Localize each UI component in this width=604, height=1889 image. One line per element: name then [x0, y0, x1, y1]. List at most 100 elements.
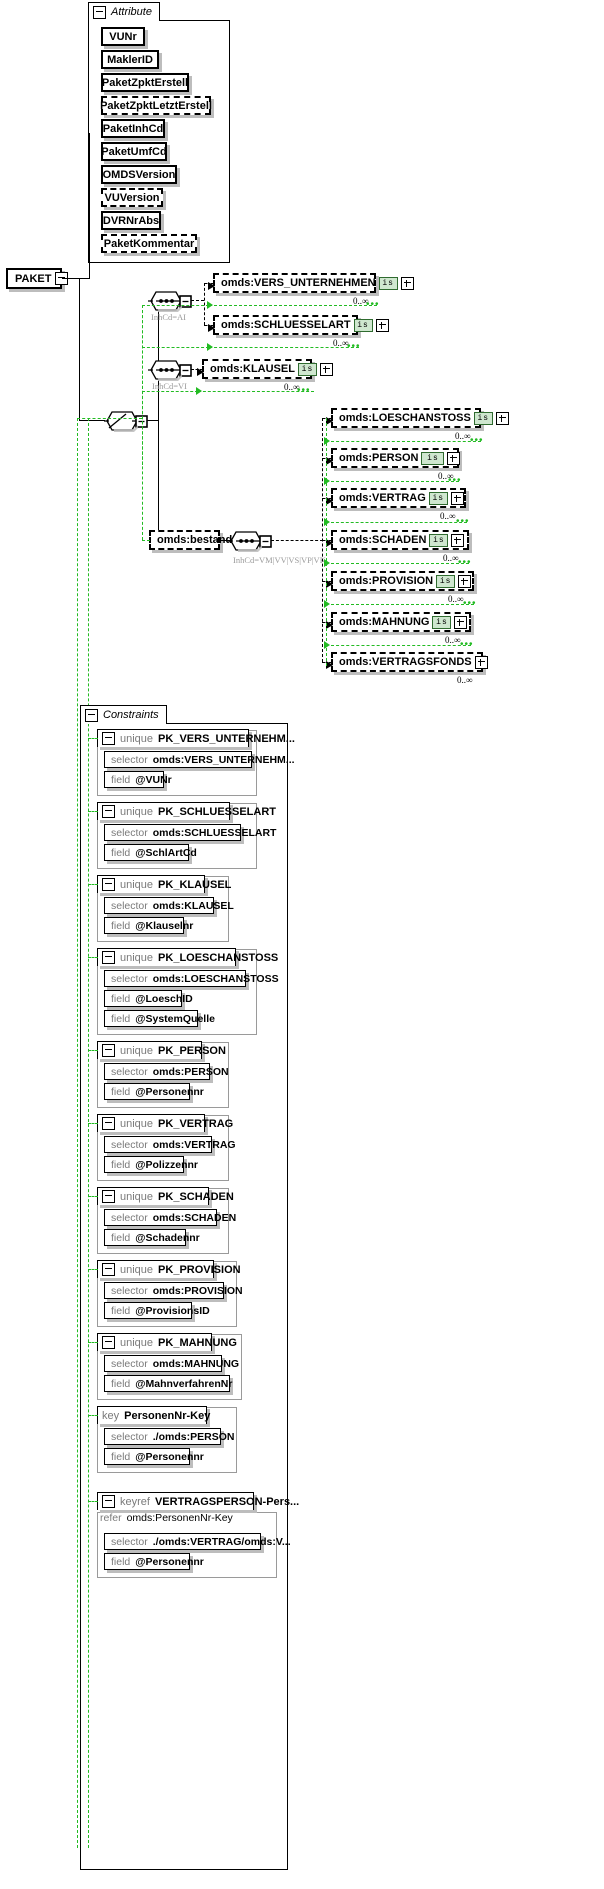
- constraint-name: PK_SCHLUESSELART: [158, 805, 277, 818]
- constraint-bus-tick: [88, 957, 98, 958]
- arrow-icon: [326, 621, 333, 629]
- constraint-header-unique-vertrag[interactable]: unique PK_VERTRAG: [97, 1114, 233, 1132]
- constraint-field-row[interactable]: field @Personennr: [104, 1448, 204, 1465]
- attribute-omdsversion[interactable]: OMDSVersion: [101, 165, 177, 184]
- occurrence-label: 0..∞: [333, 338, 349, 348]
- constraint-name: PK_PERSON: [158, 1044, 226, 1057]
- plus-icon[interactable]: [375, 318, 389, 332]
- constraint-selector-row[interactable]: selector ./omds:VERTRAG/omds:V...: [104, 1533, 291, 1550]
- element-omds-vers-unternehmen[interactable]: omds:VERS_UNTERNEHMEN is: [208, 273, 414, 293]
- arrow-icon: [197, 368, 204, 376]
- element-omds-bestand[interactable]: omds:bestand: [149, 530, 249, 550]
- element-omds-schaden[interactable]: omds:SCHADEN is: [326, 530, 469, 550]
- minus-icon[interactable]: [102, 951, 115, 964]
- constraint-header-unique-loeschanstoss[interactable]: unique PK_LOESCHANSTOSS: [97, 948, 278, 966]
- constraint-field-row[interactable]: field @MahnverfahrenNr: [104, 1375, 232, 1392]
- constraint-dots: •••: [448, 475, 462, 486]
- minus-icon[interactable]: [102, 878, 115, 891]
- attribute-paketinhcd[interactable]: PaketInhCd: [101, 119, 165, 138]
- attribute-dvrnrabs[interactable]: DVRNrAbs: [101, 211, 161, 230]
- sequence-compositor-ai[interactable]: [148, 290, 192, 312]
- constraint-selector-row[interactable]: selector omds:VERTRAG: [104, 1136, 236, 1153]
- plus-icon[interactable]: [451, 533, 465, 547]
- constraint-selector-row[interactable]: selector omds:SCHADEN: [104, 1209, 236, 1226]
- minus-icon[interactable]: [102, 1044, 115, 1057]
- constraint-field-row[interactable]: field @ProvisionsID: [104, 1302, 210, 1319]
- constraint-header-keyref-vertragsperson[interactable]: keyref VERTRAGSPERSON-Pers...: [97, 1492, 299, 1510]
- attribute-label: OMDSVersion: [102, 168, 176, 181]
- constraint-field-row[interactable]: field @Klauselnr: [104, 917, 193, 934]
- constraint-field-row[interactable]: field @SystemQuelle: [104, 1010, 215, 1027]
- attribute-group-tab[interactable]: Attribute: [88, 2, 160, 21]
- minus-icon[interactable]: [102, 805, 115, 818]
- plus-icon[interactable]: [474, 655, 488, 669]
- minus-icon[interactable]: [93, 5, 106, 19]
- plus-icon[interactable]: [400, 276, 414, 290]
- constraint-selector-row[interactable]: selector ./omds:PERSON: [104, 1428, 234, 1445]
- constraint-header-unique-vers-unternehmen[interactable]: unique PK_VERS_UNTERNEHM...: [97, 729, 295, 747]
- sequence-compositor-bestand[interactable]: [228, 530, 272, 552]
- attribute-paketzpkterstell[interactable]: PaketZpktErstell: [101, 73, 189, 92]
- field-keyword: field: [111, 919, 131, 932]
- plus-icon[interactable]: [458, 574, 472, 588]
- arrow-icon: [208, 324, 215, 332]
- plus-icon[interactable]: [454, 615, 468, 629]
- constraint-header-unique-klausel[interactable]: unique PK_KLAUSEL: [97, 875, 231, 893]
- attribute-paketkommentar[interactable]: PaketKommentar: [101, 234, 197, 253]
- attribute-paketumfcd[interactable]: PaketUmfCd: [101, 142, 167, 161]
- attribute-vuversion[interactable]: VUVersion: [101, 188, 163, 207]
- sequence-compositor-vi[interactable]: [148, 359, 192, 381]
- element-omds-provision[interactable]: omds:PROVISION is: [326, 571, 474, 591]
- constraint-header-unique-person[interactable]: unique PK_PERSON: [97, 1041, 226, 1059]
- element-omds-vertragsfonds[interactable]: omds:VERTRAGSFONDS: [326, 652, 488, 672]
- connector-dashed: [191, 300, 204, 301]
- minus-icon[interactable]: [102, 1263, 115, 1276]
- constraint-header-unique-mahnung[interactable]: unique PK_MAHNUNG: [97, 1333, 237, 1351]
- attribute-maklerid[interactable]: MaklerID: [101, 50, 159, 69]
- minus-icon[interactable]: [102, 732, 115, 745]
- connector: [79, 278, 80, 421]
- constraint-field-row[interactable]: field @Polizzennr: [104, 1156, 198, 1173]
- plus-icon[interactable]: [319, 362, 333, 376]
- choice-compositor[interactable]: [104, 410, 148, 432]
- constraint-field-row[interactable]: field @LoeschID: [104, 990, 193, 1007]
- constraint-field-row[interactable]: field @Personennr: [104, 1083, 204, 1100]
- constraint-field-row[interactable]: field @VUNr: [104, 771, 172, 788]
- element-omds-mahnung[interactable]: omds:MAHNUNG is: [326, 612, 471, 632]
- element-omds-person[interactable]: omds:PERSON is: [326, 448, 461, 468]
- minus-icon[interactable]: [102, 1117, 115, 1130]
- element-omds-vertrag[interactable]: omds:VERTRAG is: [326, 488, 466, 508]
- element-omds-klausel[interactable]: omds:KLAUSEL is: [197, 359, 333, 379]
- element-omds-schluesselart[interactable]: omds:SCHLUESSELART is: [208, 315, 389, 335]
- minus-icon[interactable]: [102, 1336, 115, 1349]
- plus-icon[interactable]: [450, 491, 464, 505]
- selector-keyword: selector: [111, 1284, 148, 1297]
- constraint-selector-row[interactable]: selector omds:PERSON: [104, 1063, 229, 1080]
- constraint-field-row[interactable]: field @Schadennr: [104, 1229, 200, 1246]
- minus-icon[interactable]: [102, 1495, 115, 1508]
- constraint-field-row[interactable]: field @SchlArtCd: [104, 844, 197, 861]
- attribute-paketzpktletzterstell[interactable]: PaketZpktLetztErstell: [100, 96, 212, 115]
- constraint-selector-row[interactable]: selector omds:VERS_UNTERNEHM...: [104, 751, 295, 768]
- constraint-selector-row[interactable]: selector omds:LOESCHANSTOSS: [104, 970, 279, 987]
- constraint-selector-row[interactable]: selector omds:PROVISION: [104, 1282, 243, 1299]
- constraint-header-unique-provision[interactable]: unique PK_PROVISION: [97, 1260, 241, 1278]
- element-omds-loeschanstoss[interactable]: omds:LOESCHANSTOSS is: [326, 408, 509, 428]
- constraints-group-tab[interactable]: Constraints: [80, 705, 167, 724]
- constraint-header-unique-schluesselart[interactable]: unique PK_SCHLUESSELART: [97, 802, 276, 820]
- constraint-header-unique-schaden[interactable]: unique PK_SCHADEN: [97, 1187, 234, 1205]
- constraint-header-key-personennr[interactable]: key PersonenNr-Key: [97, 1406, 210, 1424]
- constraint-link: [142, 391, 198, 392]
- plus-icon[interactable]: [447, 451, 461, 465]
- minus-icon[interactable]: [85, 708, 98, 722]
- constraint-selector-row[interactable]: selector omds:KLAUSEL: [104, 897, 234, 914]
- attribute-vunr[interactable]: VUNr: [101, 27, 145, 46]
- constraint-selector-row[interactable]: selector omds:MAHNUNG: [104, 1355, 239, 1372]
- root-element-paket[interactable]: PAKET: [6, 268, 69, 289]
- sequence-ai-label: InhCd=AI: [151, 312, 187, 322]
- constraint-field-row[interactable]: field @Personennr: [104, 1553, 204, 1570]
- minus-icon[interactable]: [102, 1190, 115, 1203]
- sequence-vi-label: InhCd=VI: [152, 381, 188, 391]
- plus-icon[interactable]: [495, 411, 509, 425]
- constraint-selector-row[interactable]: selector omds:SCHLUESSELART: [104, 824, 276, 841]
